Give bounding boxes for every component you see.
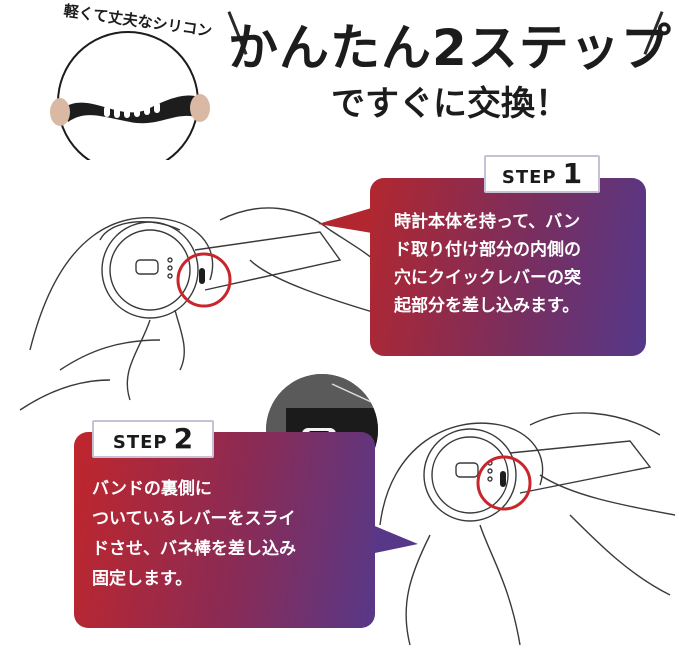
- step2-line-2: ついているレバーをスライ: [92, 509, 296, 529]
- bubble1-tail: [318, 206, 378, 234]
- step1-bubble: 時計本体を持って、バン ド取り付け部分の内側の 穴にクイックレバーの突 起部分を…: [370, 178, 646, 356]
- step1-line-1: 時計本体を持って、バン: [394, 212, 581, 232]
- bubble2-tail: [370, 524, 418, 554]
- step1-word: STEP: [501, 167, 557, 188]
- step2-line-1: バンドの裏側に: [92, 479, 212, 499]
- watch-hands-illustration-step2: [379, 412, 676, 646]
- step1-line-4: 起部分を差し込みます。: [394, 296, 580, 316]
- headline-main: かんたん2ステップ: [228, 19, 672, 77]
- step2-line-3: ドさせ、バネ棒を差し込み: [92, 539, 296, 559]
- step2-bubble: バンドの裏側に ついているレバーをスライ ドさせ、バネ棒を差し込み 固定します。: [74, 432, 375, 628]
- step2-word: STEP: [112, 432, 168, 453]
- step2-number: 2: [173, 422, 194, 455]
- step1-number: 1: [562, 157, 583, 190]
- silicone-band-badge: [50, 31, 210, 160]
- step2-line-4: 固定します。: [92, 569, 193, 589]
- headline-sub: ですぐに交換！: [331, 84, 569, 124]
- step1-line-3: 穴にクイックレバーの突: [394, 268, 581, 288]
- step1-line-2: ド取り付け部分の内側の: [394, 240, 581, 260]
